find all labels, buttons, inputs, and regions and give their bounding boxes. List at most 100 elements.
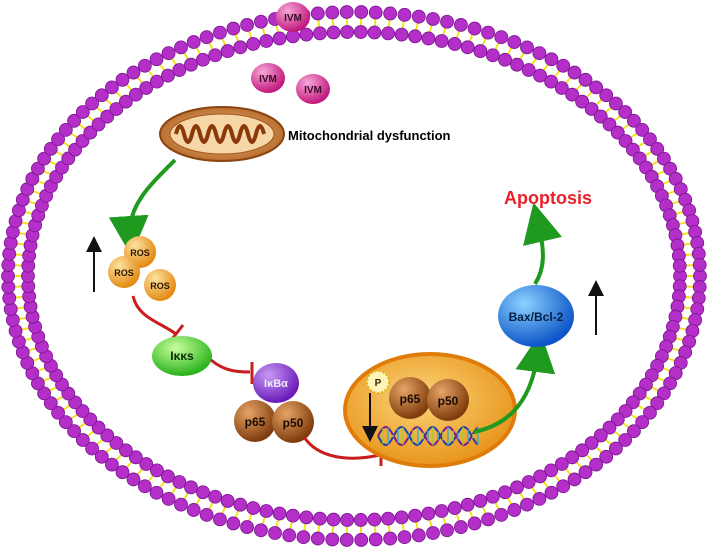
- phospholipid-head: [520, 40, 534, 55]
- phospholipid-head: [161, 46, 176, 60]
- phospholipid-head: [421, 506, 436, 521]
- phospholipid-head: [567, 65, 582, 80]
- phospholipid-head: [434, 504, 449, 518]
- phospholipid-head: [521, 63, 536, 77]
- ivm-molecule: IVM: [251, 63, 285, 93]
- phospholipid-head: [485, 48, 500, 63]
- phospholipid-head: [119, 443, 133, 458]
- phospholipid-head: [481, 25, 495, 40]
- phospholipid-head: [85, 441, 99, 456]
- phospholipid-head: [119, 94, 133, 109]
- phospholipid-head: [208, 48, 223, 63]
- phospholipid-head: [339, 5, 354, 19]
- phospholipid-head: [325, 5, 340, 20]
- phospholipid-head: [589, 80, 603, 95]
- phospholipid-head: [554, 457, 569, 471]
- svg-text:IVM: IVM: [284, 13, 302, 24]
- phospholipid-head: [565, 87, 580, 102]
- phospholipid-head: [544, 74, 558, 89]
- phospholipid-head: [75, 433, 90, 447]
- activation-arrow: [523, 202, 563, 286]
- phospholipid-head: [340, 513, 355, 527]
- phospholipid-head: [220, 494, 235, 508]
- svg-text:IVM: IVM: [304, 85, 322, 96]
- svg-text:Bax/Bcl-2: Bax/Bcl-2: [509, 310, 564, 324]
- phospholipid-head: [354, 533, 369, 547]
- phospholipid-head: [447, 501, 462, 515]
- phospholipid-head: [510, 480, 524, 495]
- phospholipid-head: [100, 428, 115, 443]
- phospholipid-head: [91, 117, 106, 132]
- nfkb-ikba-complex: IκBα p65 p50: [234, 363, 314, 443]
- phospholipid-head: [544, 463, 558, 478]
- phospholipid-head: [460, 497, 475, 512]
- membrane-inner-heads: [21, 25, 687, 527]
- phospholipid-head: [567, 472, 582, 487]
- phospholipid-head: [299, 510, 314, 525]
- phospholipid-head: [94, 88, 109, 103]
- phospholipid-head: [139, 457, 154, 471]
- phospholipid-head: [599, 88, 614, 103]
- phospholipid-head: [554, 81, 569, 95]
- svg-text:p65: p65: [400, 392, 421, 406]
- phospholipid-head: [109, 436, 124, 450]
- phospholipid-head: [325, 532, 340, 547]
- phospholipid-head: [105, 80, 119, 95]
- phospholipid-head: [43, 141, 58, 156]
- phospholipid-head: [394, 27, 409, 42]
- phospholipid-head: [272, 31, 287, 46]
- phospholipid-head: [149, 485, 164, 500]
- phospholipid-head: [440, 14, 454, 29]
- phospholipid-head: [31, 161, 45, 176]
- phospholipid-head: [126, 472, 141, 487]
- phospholipid-head: [240, 520, 254, 534]
- mitochondrial-dysfunction-label: Mitochondrial dysfunction: [288, 128, 451, 143]
- phospholipid-head: [650, 396, 665, 411]
- inhibition-line: [210, 358, 254, 384]
- phospholipid-head: [161, 492, 176, 506]
- phospholipid-head: [544, 485, 559, 500]
- phospholipid-head: [313, 511, 327, 526]
- phospholipid-head: [556, 479, 571, 494]
- phospholipid-head: [672, 258, 687, 273]
- phospholipid-head: [575, 94, 589, 109]
- phospholipid-head: [454, 18, 468, 32]
- phospholipid-head: [268, 526, 282, 540]
- phospholipid-head: [196, 52, 210, 67]
- phospholipid-head: [481, 512, 495, 527]
- phospholipid-head: [58, 415, 73, 429]
- inhibition-line: [131, 295, 185, 344]
- phospholipid-head: [51, 405, 65, 420]
- phospholipid-head: [85, 96, 99, 111]
- phospholipid-head: [394, 510, 409, 525]
- phospholipid-head: [67, 424, 81, 439]
- phospholipid-head: [584, 436, 599, 450]
- phospholipid-head: [485, 489, 500, 504]
- phospholipid-head: [507, 503, 522, 517]
- svg-text:P: P: [375, 378, 382, 389]
- phospholipid-head: [172, 63, 187, 77]
- membrane-outer-heads: [1, 5, 707, 547]
- phospholipid-head: [115, 465, 130, 480]
- phospholipid-head: [602, 117, 617, 132]
- phospholipid-head: [397, 7, 412, 22]
- phospholipid-head: [609, 96, 623, 111]
- phospholipid-head: [593, 428, 608, 443]
- phospholipid-head: [520, 497, 534, 512]
- phospholipid-head: [609, 441, 623, 456]
- phospholipid-head: [310, 6, 325, 21]
- phospholipid-head: [37, 151, 51, 166]
- phospholipid-head: [128, 450, 143, 465]
- phospholipid-head: [161, 469, 175, 484]
- phospholipid-head: [627, 113, 641, 128]
- phospholipid-head: [544, 52, 559, 67]
- mitochondrion-icon: [159, 106, 285, 162]
- phospholipid-head: [447, 37, 462, 51]
- phospholipid-head: [663, 376, 677, 391]
- phospholipid-head: [692, 258, 707, 272]
- phospholipid-head: [354, 5, 369, 19]
- phospholipid-head: [254, 523, 268, 538]
- phospholipid-head: [578, 465, 593, 480]
- phospholipid-head: [383, 531, 398, 546]
